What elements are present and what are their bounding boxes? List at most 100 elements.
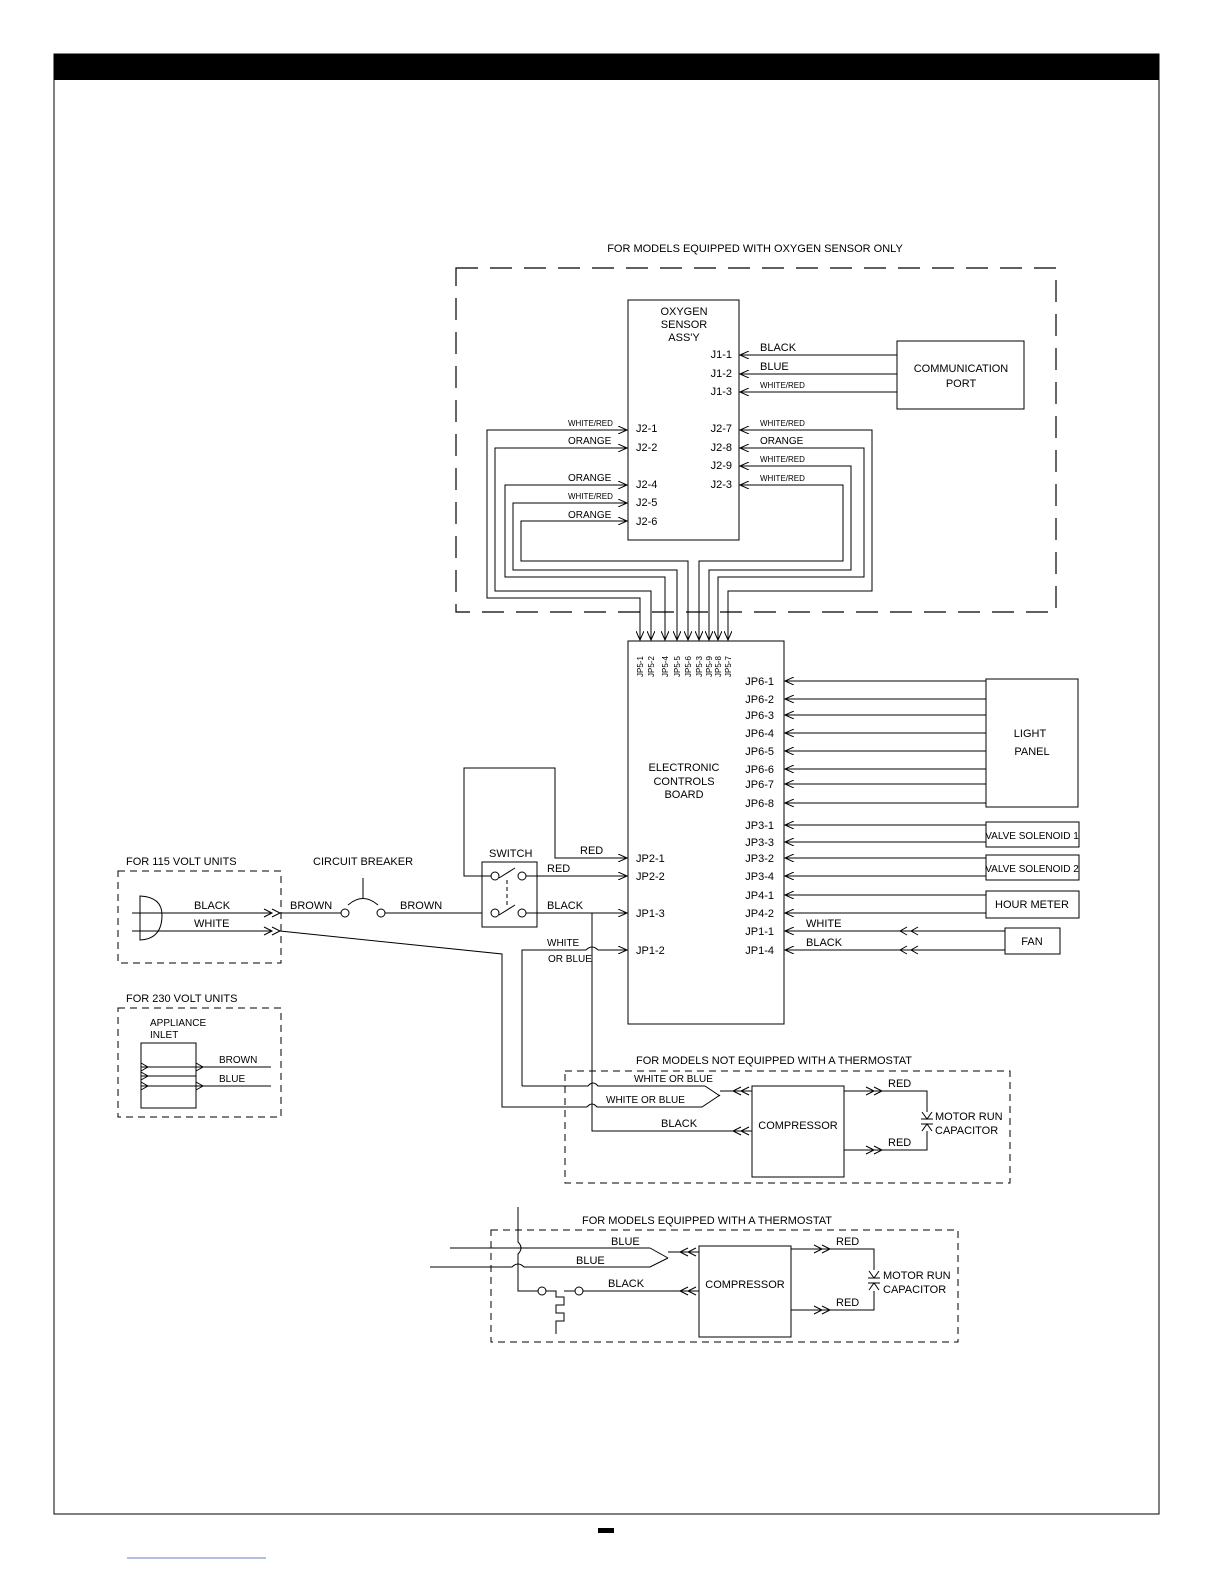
wire-t-vertical <box>517 1207 538 1292</box>
pin-jp4-2: JP4-2 <box>745 908 774 920</box>
wire-label-white-red: WHITE/RED <box>760 381 805 390</box>
pin-jp2-2: JP2-2 <box>636 871 665 883</box>
compressor-label-t: COMPRESSOR <box>705 1279 785 1291</box>
t-red-2: RED <box>836 1297 859 1309</box>
pin-jp3-1: JP3-1 <box>745 820 774 832</box>
pin-j2-4: J2-4 <box>636 479 657 491</box>
page-frame <box>53 53 1160 1515</box>
wire-wob-1-switch <box>704 1085 721 1097</box>
v115-border <box>117 870 282 964</box>
board-label-2: CONTROLS <box>653 776 714 788</box>
wire-cap-bottom-t <box>791 1291 875 1311</box>
thermostat-terminal-1 <box>537 1286 547 1296</box>
capacitor-icon-nt <box>921 1111 933 1132</box>
fan-label: FAN <box>1021 936 1042 948</box>
thermostat-border <box>490 1229 959 1343</box>
compressor-no-thermostat <box>751 1085 845 1178</box>
harness-wire-j2-2 <box>494 448 652 632</box>
wire-label-j2-2: ORANGE <box>568 436 612 447</box>
wire-label-j2-7: WHITE/RED <box>760 419 805 428</box>
pin-j2-8: J2-8 <box>711 442 732 454</box>
wire-label-j2-1: WHITE/RED <box>568 419 613 428</box>
board-label-1: ELECTRONIC <box>649 762 720 774</box>
label-red-jp2-2: RED <box>547 863 570 875</box>
wire-cap-top-nt <box>844 1090 928 1112</box>
inlet-out-connectors <box>195 1062 205 1091</box>
nt-red-1: RED <box>888 1078 911 1090</box>
pin-j2-7: J2-7 <box>711 423 732 435</box>
compressor-label-nt: COMPRESSOR <box>758 1120 838 1132</box>
switch-blade-1 <box>498 867 516 879</box>
inlet-label-2: INLET <box>150 1030 178 1041</box>
compressor-thermostat <box>698 1245 792 1338</box>
label-red-jp2-1: RED <box>580 845 603 857</box>
label-black-jp1-3: BLACK <box>547 900 584 912</box>
plug-label-black: BLACK <box>194 900 231 912</box>
t-red-1: RED <box>836 1236 859 1248</box>
wire-cap-top-t <box>791 1248 875 1270</box>
pin-j2-1: J2-1 <box>636 423 657 435</box>
oxygen-sensor-assembly <box>627 299 740 541</box>
label-brown-2: BROWN <box>400 900 442 912</box>
inlet-label-1: APPLIANCE <box>150 1018 206 1029</box>
wire-white-neutral <box>279 930 587 1108</box>
capacitor-icon-t <box>868 1270 880 1291</box>
connector-nt-3 <box>865 1086 884 1096</box>
pin-j2-6: J2-6 <box>636 516 657 528</box>
pin-jp6-6: JP6-6 <box>745 764 774 776</box>
pin-jp6-8: JP6-8 <box>745 798 774 810</box>
plug-icon <box>139 895 163 941</box>
switch-label: SWITCH <box>489 848 532 860</box>
wire-black-compressor <box>591 913 720 1132</box>
v115-title: FOR 115 VOLT UNITS <box>126 856 237 868</box>
harness-wire-j2-4 <box>504 485 666 632</box>
light-panel-label-2: PANEL <box>1014 746 1049 758</box>
wire-white-or-blue-a <box>521 946 599 1086</box>
switch <box>481 861 538 928</box>
harness-wire-j2-8 <box>717 448 865 632</box>
electronic-controls-board: ELECTRONIC CONTROLS BOARD JP5-1 JP5-2 JP… <box>627 640 785 1025</box>
pin-jp6-7: JP6-7 <box>745 779 774 791</box>
pin-jp1-2: JP1-2 <box>636 945 665 957</box>
switch-terminal-4 <box>517 908 527 918</box>
no-thermostat-section: FOR MODELS NOT EQUIPPED WITH A THERMOSTA… <box>522 1055 1011 1184</box>
wire-label-j2-4: ORANGE <box>568 473 612 484</box>
harness-wire-j2-6 <box>520 521 689 632</box>
fan-connector-2 <box>898 945 919 955</box>
board-outline <box>627 640 785 1025</box>
pin-j2-3: J2-3 <box>711 479 732 491</box>
pin-jp3-3: JP3-3 <box>745 837 774 849</box>
light-panel <box>985 678 1079 808</box>
pin-j1-1: J1-1 <box>711 349 732 361</box>
thermostat-terminal-2 <box>574 1286 584 1296</box>
thermostat-section: FOR MODELS EQUIPPED WITH A THERMOSTAT BL… <box>430 1207 959 1343</box>
nt-cap-1: MOTOR RUN <box>935 1111 1003 1123</box>
no-thermostat-title: FOR MODELS NOT EQUIPPED WITH A THERMOSTA… <box>636 1055 912 1067</box>
connector-t-1 <box>678 1247 697 1257</box>
no-thermostat-wire2: WHITE OR BLUE <box>606 1095 685 1106</box>
circuit-breaker-label: CIRCUIT BREAKER <box>313 856 413 868</box>
pin-jp2-1: JP2-1 <box>636 853 665 865</box>
breaker-terminal-left <box>340 908 350 918</box>
harness-wire-j2-1 <box>486 430 641 632</box>
hour-meter <box>985 890 1080 919</box>
pin-jp6-3: JP6-3 <box>745 710 774 722</box>
oxygen-sensor-section: FOR MODELS EQUIPPED WITH OXYGEN SENSOR O… <box>455 243 1057 640</box>
valve-solenoid-1-label: VALVE SOLENOID 1 <box>985 831 1079 842</box>
valve-solenoid-2-label: VALVE SOLENOID 2 <box>985 864 1079 875</box>
fan-wire-black: BLACK <box>806 937 843 949</box>
switch-terminal-2 <box>517 871 527 881</box>
no-thermostat-wire3: BLACK <box>661 1118 698 1130</box>
no-thermostat-border <box>564 1070 1011 1184</box>
thermostat-title: FOR MODELS EQUIPPED WITH A THERMOSTAT <box>582 1215 832 1227</box>
fan <box>1004 927 1061 955</box>
pin-j2-5: J2-5 <box>636 497 657 509</box>
pin-jp5-9: JP5-9 <box>705 656 714 677</box>
inlet-label-brown: BROWN <box>219 1055 257 1066</box>
wire-wob-2 <box>586 1094 721 1108</box>
wire-label-j2-6: ORANGE <box>568 510 612 521</box>
switch-terminal-3 <box>490 908 500 918</box>
pin-jp6-5: JP6-5 <box>745 746 774 758</box>
harness-wire-j2-7 <box>727 430 873 632</box>
connector-t-3 <box>813 1244 832 1254</box>
